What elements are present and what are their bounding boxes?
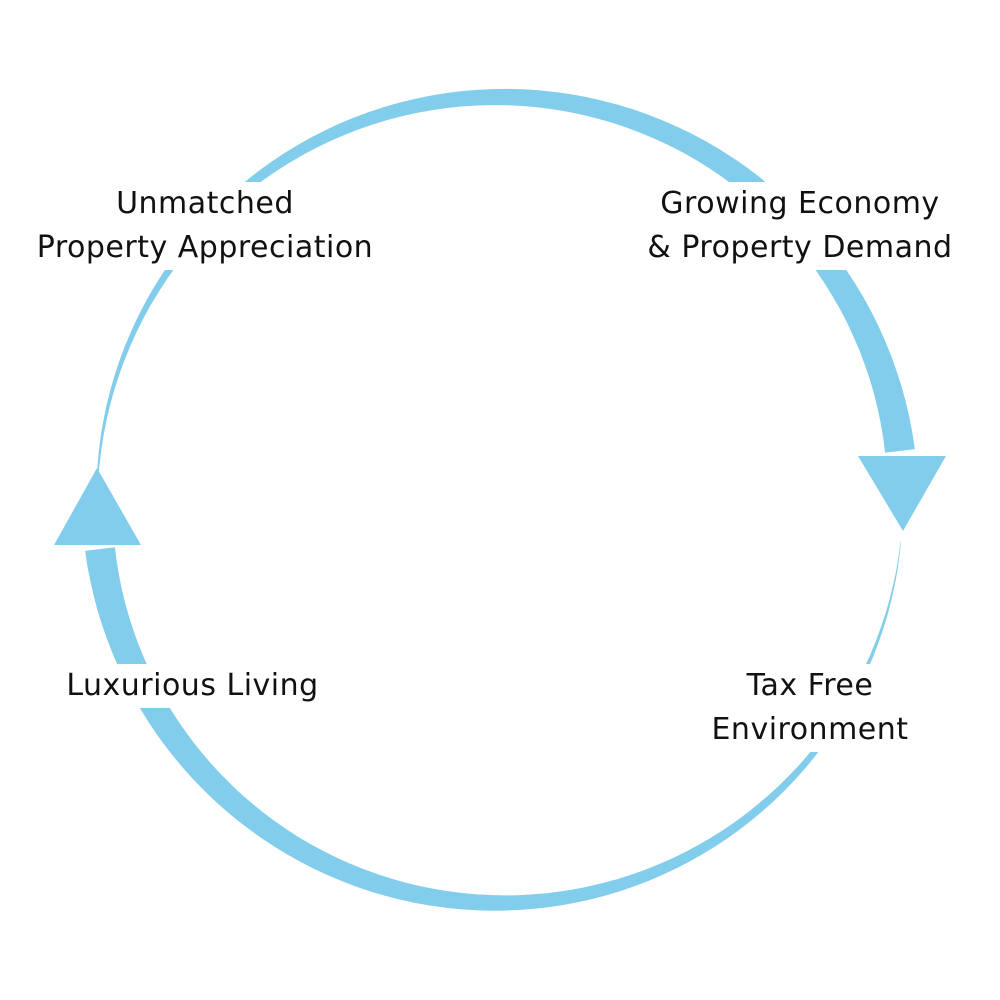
node-luxurious-living: Luxurious Living: [55, 664, 330, 708]
node-label-line: Environment: [711, 712, 909, 747]
node-label-line: Tax Free: [746, 668, 874, 703]
node-label-line: Property Appreciation: [36, 230, 374, 265]
node-growing-economy: Growing Economy & Property Demand: [630, 182, 970, 270]
node-label-line: & Property Demand: [647, 230, 953, 265]
node-label-line: Luxurious Living: [66, 668, 319, 703]
arrow-down-icon: [858, 456, 946, 531]
node-label-line: Growing Economy: [660, 186, 940, 221]
node-unmatched-property-appreciation: Unmatched Property Appreciation: [20, 182, 390, 270]
node-tax-free-environment: Tax Free Environment: [690, 664, 930, 752]
top-arc-arrow-shaft: [96, 88, 915, 529]
arrow-up-icon: [54, 468, 141, 545]
node-label-line: Unmatched: [116, 186, 294, 221]
